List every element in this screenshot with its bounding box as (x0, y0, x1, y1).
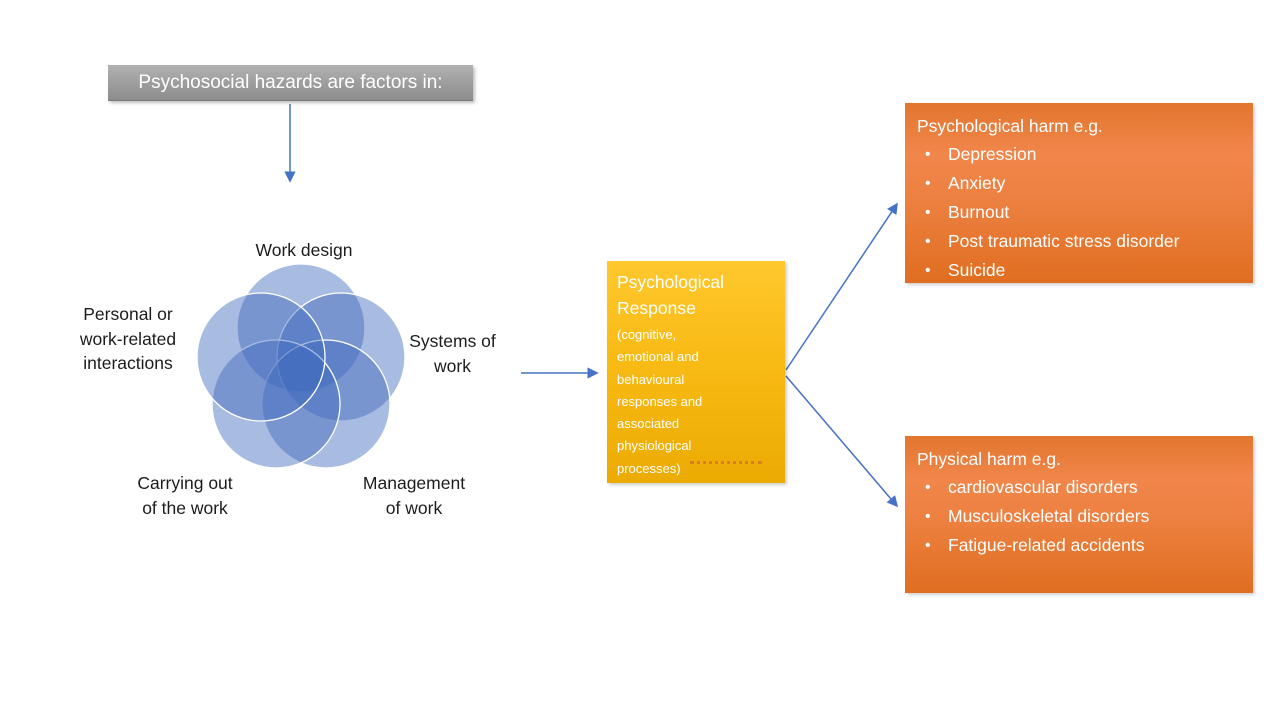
list-item: Burnout (917, 198, 1241, 227)
list-item: Musculoskeletal disorders (917, 502, 1241, 531)
list-item: cardiovascular disorders (917, 473, 1241, 502)
venn-label-management-of-work: Management of work (362, 473, 466, 518)
venn-label-work-design: Work design (255, 240, 353, 260)
arrow-response-to-psychological-harm (785, 202, 898, 371)
hazard-title-box: Psychosocial hazards are factors in: (108, 65, 473, 101)
venn-diagram (196, 264, 406, 469)
response-box-title: Psychological Response (617, 272, 724, 318)
venn-circle-systems-of-work (276, 292, 406, 422)
list-item: Anxiety (917, 169, 1241, 198)
hazard-title-label: Psychosocial hazards are factors in: (138, 71, 443, 93)
psychological-harm-list: Depression Anxiety Burnout Post traumati… (917, 140, 1241, 285)
list-item: Depression (917, 140, 1241, 169)
list-item: Post traumatic stress disorder (917, 227, 1241, 256)
physical-harm-box: Physical harm e.g. cardiovascular disord… (905, 436, 1253, 593)
venn-circle-personal-interactions (196, 292, 326, 422)
venn-circle-carrying-out-work (211, 339, 341, 469)
list-item: Suicide (917, 256, 1241, 285)
psychological-response-box: Psychological Response (cognitive, emoti… (607, 261, 785, 483)
dot-texture-artifact (690, 461, 762, 464)
psychological-harm-title: Psychological harm e.g. (917, 116, 1103, 136)
response-box-body: (cognitive, emotional and behavioural re… (617, 327, 703, 476)
arrow-response-to-physical-harm (785, 375, 899, 508)
physical-harm-list: cardiovascular disorders Musculoskeletal… (917, 473, 1241, 560)
venn-label-personal-interactions: Personal or work-related interactions (79, 304, 177, 373)
venn-circle-work-design (236, 264, 366, 393)
physical-harm-title: Physical harm e.g. (917, 449, 1061, 469)
venn-label-carrying-out-work: Carrying out of the work (137, 473, 233, 518)
psychological-harm-box: Psychological harm e.g. Depression Anxie… (905, 103, 1253, 285)
list-item: Fatigue-related accidents (917, 531, 1241, 560)
venn-circle-management-of-work (261, 339, 391, 469)
venn-label-systems-of-work: Systems of work (409, 331, 496, 376)
